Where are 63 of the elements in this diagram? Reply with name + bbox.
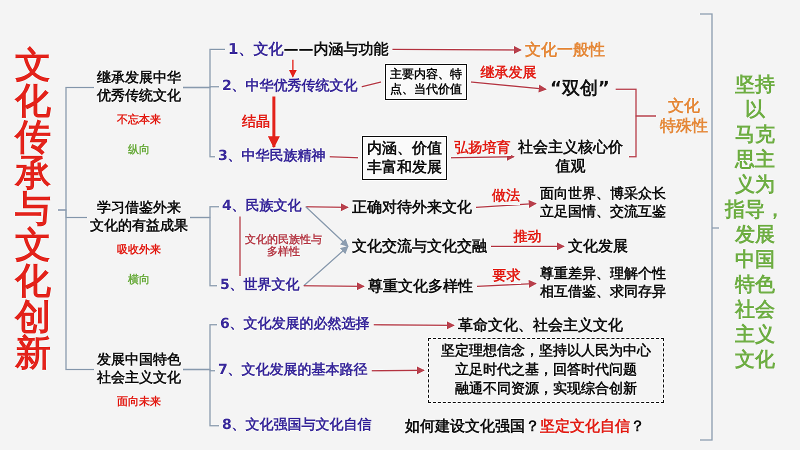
topic-heading: 1、文化 <box>228 40 284 58</box>
connector-line <box>362 81 382 88</box>
theme-text: 坚持以马克思主义为指导，发展中国特色社会主义文化 <box>725 72 785 372</box>
branch-topic: 学习借鉴外来文化的有益成果 <box>90 200 188 235</box>
topic-heading: 6、文化发展的必然选择 <box>220 316 370 334</box>
branch-topic: 继承发展中华优秀传统文化 <box>97 70 181 105</box>
connector-line <box>183 368 219 426</box>
text-box: 主要内容、特点、当代价值 <box>385 64 467 100</box>
key-point: 革命文化、社会主义文化 <box>458 316 623 335</box>
connector-line <box>190 216 217 286</box>
arrow <box>268 96 280 148</box>
arrow <box>304 282 365 290</box>
key-point: 尊重差异、理解个性相互借鉴、求同存异 <box>540 266 666 301</box>
edge-label: 继承发展 <box>480 65 536 82</box>
key-point: 如何建设文化强国？坚定文化自信？ <box>405 417 645 436</box>
text-box: 坚定理想信念，坚持以人民为中心立足时代之基，回答时代问题融通不同资源，实现综合创新 <box>428 338 664 403</box>
key-point: 文化交流与文化交融 <box>352 237 487 256</box>
key-point: “双创” <box>550 78 610 100</box>
edge-label: 弘扬培育 <box>454 140 510 156</box>
key-point: 社会主义核心价值观 <box>518 138 623 176</box>
side-note: 面向未来 <box>117 395 161 408</box>
edge-label: 结晶 <box>242 114 270 130</box>
arrow <box>392 46 522 54</box>
arrow <box>305 206 349 247</box>
connector-line <box>183 86 215 158</box>
topic-heading: 2、中华优秀传统文化 <box>222 78 358 96</box>
connector-line <box>58 209 94 370</box>
side-note: 不忘本来 <box>117 113 161 126</box>
arrow <box>303 246 349 286</box>
arrow <box>288 60 297 78</box>
arrow <box>372 366 425 374</box>
central-topic: 文化传承与文化创新 <box>10 48 56 372</box>
side-note: 横向 <box>128 272 150 286</box>
arrow <box>491 242 565 250</box>
arrow <box>476 280 537 288</box>
arrow <box>450 152 515 161</box>
topic-text: ——内涵与功能 <box>283 40 388 58</box>
arrow <box>306 203 349 212</box>
topic-heading: 7、文化发展的基本路径 <box>218 362 368 380</box>
connector-line <box>239 216 241 276</box>
topic-heading: 5、世界文化 <box>220 277 300 294</box>
key-point: 面向世界、博采众长立足国情、交流互鉴 <box>540 186 666 221</box>
arrow <box>374 321 455 330</box>
topic-heading: 8、文化强国与文化自信 <box>222 417 372 434</box>
edge-label: 要求 <box>492 268 520 284</box>
edge-label: 做法 <box>492 188 520 205</box>
connector-line <box>629 115 656 158</box>
edge-label: 文化的民族性与多样性 <box>245 234 322 260</box>
key-point: 文化发展 <box>568 237 628 256</box>
arrow <box>470 81 547 93</box>
edge-label: 推动 <box>514 229 542 246</box>
key-point: 尊重文化多样性 <box>368 277 473 296</box>
topic-heading: 4、民族文化 <box>222 198 302 216</box>
key-point: 正确对待外来文化 <box>352 198 472 217</box>
connector-line <box>330 156 358 158</box>
text-box: 内涵、价值丰富和发展 <box>362 136 447 180</box>
topic-heading: 3、中华民族精神 <box>218 148 326 166</box>
side-note: 吸收外来 <box>117 243 161 256</box>
conclusion-text: 文化特殊性 <box>660 96 708 136</box>
conclusion-text: 文化一般性 <box>525 40 605 60</box>
arrow <box>476 200 537 208</box>
branch-topic: 发展中国特色社会主义文化 <box>97 352 181 387</box>
side-note: 纵向 <box>128 142 150 156</box>
